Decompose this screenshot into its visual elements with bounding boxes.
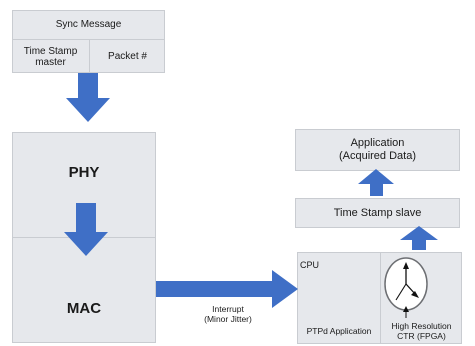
application-box <box>295 129 460 171</box>
cpu-divider <box>380 252 381 344</box>
timestamp-slave-label: Time Stamp slave <box>333 206 422 219</box>
arrow-cpu-to-slave <box>400 226 438 250</box>
interrupt-label: Interrupt (Minor Jitter) <box>204 304 252 324</box>
phy-label: PHY <box>68 163 100 181</box>
arrow-phy-to-mac <box>64 203 108 256</box>
arrow-slave-to-application <box>358 169 394 196</box>
packet-number-cell: Packet # <box>108 51 147 62</box>
sync-message-title: Sync Message <box>12 10 165 40</box>
clock-icon <box>384 257 428 318</box>
timestamp-master-cell: Time Stamp master <box>12 40 90 73</box>
arrow-mac-to-cpu <box>156 270 298 308</box>
counter-label: High Resolution CTR (FPGA) <box>391 321 452 341</box>
arrow-sync-to-phy <box>66 73 110 122</box>
mac-label: MAC <box>66 299 102 317</box>
ptpd-label: PTPd Application <box>306 325 372 336</box>
application-label: Application (Acquired Data) <box>338 137 417 162</box>
timestamp-slave-box <box>295 198 460 228</box>
sync-message-block <box>12 10 165 73</box>
cpu-block <box>297 252 462 344</box>
cpu-label: CPU <box>300 259 320 270</box>
